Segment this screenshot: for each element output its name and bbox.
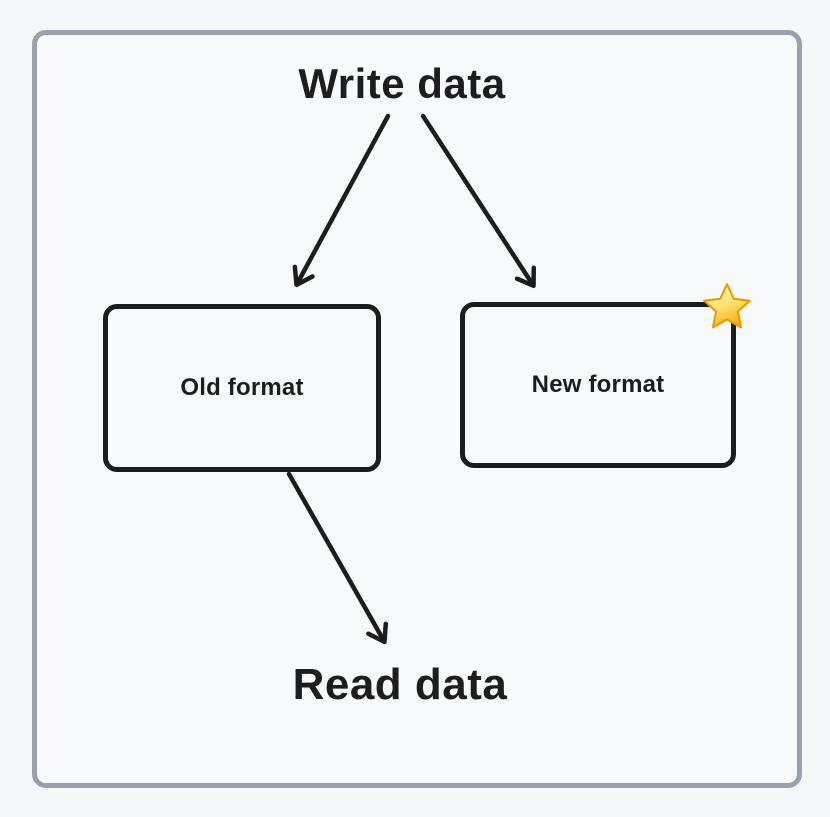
read-data-label: Read data [292,660,508,709]
write-data-label: Write data [298,60,506,107]
old-format-node: Old format [103,304,381,472]
new-format-node: New format [460,302,736,468]
star-icon [703,283,751,329]
old-format-label: Old format [180,374,304,401]
new-format-label: New format [531,371,665,398]
